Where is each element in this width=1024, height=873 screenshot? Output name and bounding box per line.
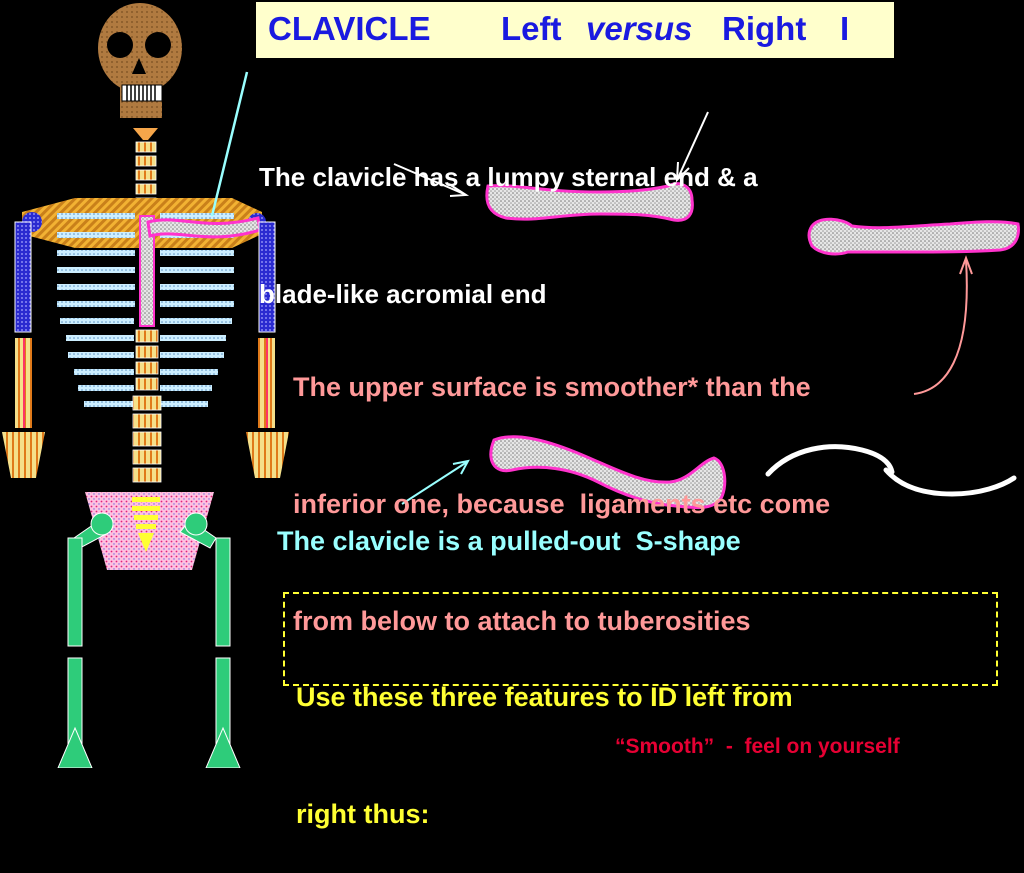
title-right: Right — [722, 10, 807, 47]
s-shape-text: The clavicle is a pulled-out S-shape — [277, 526, 741, 556]
lumpy-line-2: blade-like acromial end — [259, 279, 547, 309]
sternal-end-arrow — [393, 163, 470, 197]
use-line-2: right thus: — [296, 799, 430, 829]
use-features-text: Use these three features to ID left from… — [296, 600, 793, 873]
title-box: CLAVICLE Left versus Right I — [256, 2, 894, 58]
smooth-line-2: inferior one, because ligaments etc come — [293, 489, 831, 519]
clavicle-side-view-icon — [807, 217, 1020, 256]
skeleton-figure-icon — [2, 3, 289, 768]
title-versus: versus — [586, 10, 693, 47]
acromial-end-arrow — [675, 111, 709, 183]
lumpy-end-text: The clavicle has a lumpy sternal end & a… — [259, 80, 758, 353]
s-curve-line-icon — [765, 444, 1017, 497]
title-clavicle: CLAVICLE — [268, 10, 431, 47]
use-line-1: Use these three features to ID left from — [296, 682, 793, 712]
smooth-line-1: The upper surface is smoother* than the — [293, 372, 811, 402]
s-shape-arrow — [401, 459, 470, 505]
smooth-line-3: from below to attach to tuberosities — [293, 606, 751, 636]
skull-icon — [98, 3, 182, 118]
use-features-box — [283, 592, 998, 686]
cyan-clavicle-arrow — [210, 71, 249, 217]
clavicle-s-shape-icon — [489, 435, 727, 510]
inferior-surface-arrow — [913, 255, 973, 395]
footnote-text: “Smooth” - feel on yourself — [615, 735, 900, 758]
diagram-graphics — [2, 3, 1020, 768]
title-number: I — [840, 10, 850, 47]
smooth-surface-text: The upper surface is smoother* than the … — [293, 290, 830, 680]
lumpy-line-1: The clavicle has a lumpy sternal end & a — [259, 162, 758, 192]
clavicle-top-view-icon — [485, 182, 694, 222]
title-left: Left — [501, 10, 562, 47]
